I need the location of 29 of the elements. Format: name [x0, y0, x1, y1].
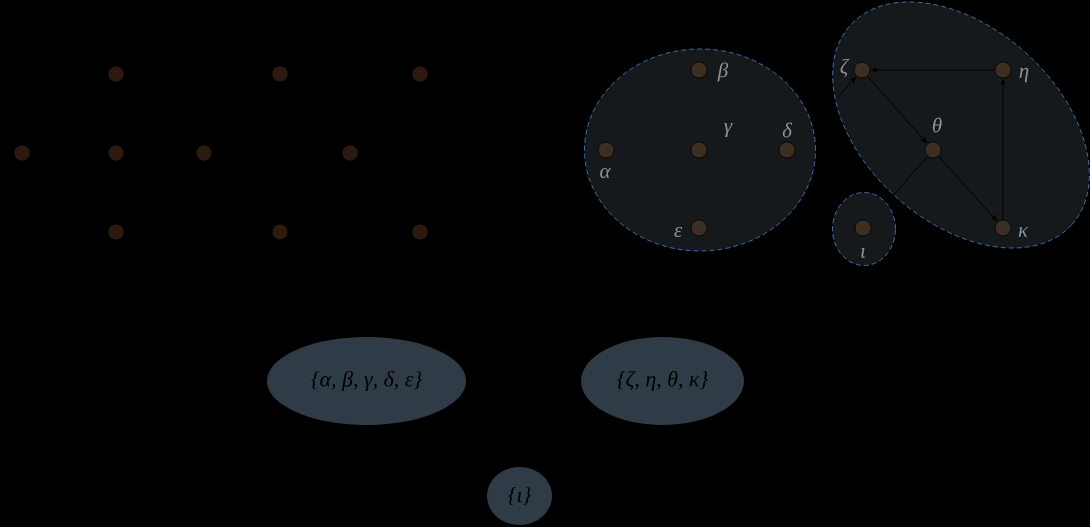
arrow: [867, 75, 927, 144]
arrow: [1000, 79, 1006, 221]
graph-dot: [107, 144, 125, 162]
node-label: γ: [724, 122, 733, 137]
graph-dot: [411, 223, 429, 241]
node-label: δ: [782, 122, 793, 138]
node-label: η: [1019, 67, 1029, 83]
node-label: ζ: [840, 58, 850, 78]
node-label: ε: [674, 226, 683, 237]
node-label: κ: [1018, 227, 1029, 237]
graph-dot: [107, 65, 125, 83]
node-label: α: [600, 167, 611, 179]
node-label: θ: [932, 117, 942, 133]
graph-dot: [341, 144, 359, 162]
arrow: [938, 155, 997, 222]
node-label: ι: [861, 248, 866, 258]
graph-dot: [13, 144, 31, 162]
graph-dot: [271, 223, 289, 241]
graph-dot: [271, 65, 289, 83]
graph-dot: [195, 144, 213, 162]
cluster-ellipse: [832, 192, 896, 266]
connector-line: [886, 155, 928, 204]
graph-dot: [107, 223, 125, 241]
cluster-ellipse: [584, 48, 816, 252]
arrow: [871, 67, 996, 73]
node-label: β: [717, 62, 729, 82]
cluster-ellipse: [832, 1, 1090, 249]
arrow: [812, 76, 856, 127]
graph-dot: [411, 65, 429, 83]
